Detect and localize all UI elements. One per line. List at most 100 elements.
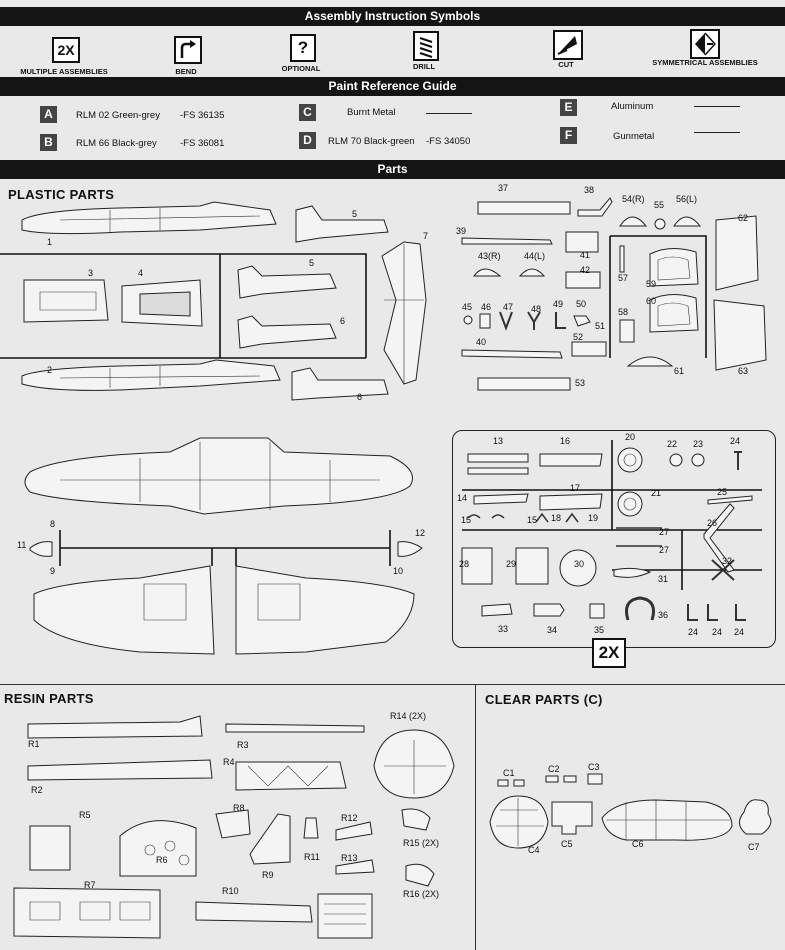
- part-label: R15 (2X): [403, 838, 440, 848]
- part-label: 8: [50, 519, 56, 529]
- paint-swatch: B: [40, 134, 57, 151]
- paint-swatch: D: [299, 132, 316, 149]
- part-label: 22: [667, 439, 678, 449]
- part-label: 33: [498, 624, 509, 634]
- part-label: 3: [88, 268, 94, 278]
- part-label: 15: [461, 515, 472, 525]
- paint-name: Gunmetal: [613, 131, 655, 142]
- part-label: 53: [575, 378, 586, 388]
- part-label: 24: [688, 627, 699, 637]
- part-label: R8: [233, 803, 245, 813]
- clear-parts-drawing: [489, 773, 772, 849]
- part-label: C3: [588, 762, 600, 772]
- part-label: 1: [47, 237, 53, 247]
- part-label: 16: [560, 436, 571, 446]
- part-label: 24: [712, 627, 723, 637]
- part-label: 46: [481, 302, 492, 312]
- paint-fs: -FS 36135: [180, 110, 225, 121]
- part-label: 58: [618, 307, 629, 317]
- part-label: 50: [576, 299, 587, 309]
- part-label: 41: [580, 250, 591, 260]
- part-label: C6: [632, 839, 644, 849]
- part-label: 19: [588, 513, 599, 523]
- paint-name: RLM 66 Black-grey: [76, 138, 157, 149]
- drill-icon: [413, 31, 439, 61]
- part-label: R12: [341, 813, 358, 823]
- part-label: 32: [722, 556, 733, 566]
- part-label: 60: [646, 296, 657, 306]
- multiple-assemblies-icon: 2X: [52, 37, 80, 63]
- symbol-label: MULTIPLE ASSEMBLIES: [20, 67, 108, 76]
- paint-fs: -FS 36081: [180, 138, 225, 149]
- part-label: 61: [674, 366, 685, 376]
- part-label: 63: [738, 366, 749, 376]
- part-label: 37: [498, 183, 509, 193]
- part-label: R2: [31, 785, 43, 795]
- part-label: 40: [476, 337, 487, 347]
- part-label: 24: [734, 627, 745, 637]
- resin-parts-drawing: [13, 715, 455, 939]
- part-label: 55: [654, 200, 665, 210]
- part-label: 43(R): [478, 251, 501, 261]
- bend-icon: [174, 36, 202, 64]
- part-label: 28: [459, 559, 470, 569]
- part-label: 27: [659, 527, 670, 537]
- part-label: R1: [28, 739, 40, 749]
- part-label: R5: [79, 810, 91, 820]
- plastic-parts-drawing: [0, 197, 767, 655]
- part-label: 9: [50, 566, 56, 576]
- part-label: C1: [503, 768, 515, 778]
- part-label: 25: [717, 487, 728, 497]
- part-label: 6: [357, 392, 363, 402]
- part-label: 12: [415, 528, 426, 538]
- multi-assembly-badge: 2X: [592, 638, 626, 668]
- part-label: 27: [659, 545, 670, 555]
- part-label: 7: [423, 231, 429, 241]
- part-label: C2: [548, 764, 560, 774]
- part-label: 2: [47, 365, 53, 375]
- part-label: 18: [551, 513, 562, 523]
- part-label: R16 (2X): [403, 889, 440, 899]
- part-label: 26: [707, 518, 718, 528]
- part-label: 57: [618, 273, 629, 283]
- part-label: C7: [748, 842, 760, 852]
- part-label: 10: [393, 566, 404, 576]
- part-label: 45: [462, 302, 473, 312]
- part-label: 30: [574, 559, 585, 569]
- paint-swatch: A: [40, 106, 57, 123]
- part-label: R11: [304, 852, 320, 862]
- part-label: 13: [493, 436, 504, 446]
- part-label: R13: [341, 853, 358, 863]
- part-label: 5: [309, 258, 315, 268]
- part-label: C4: [528, 845, 540, 855]
- part-label: 59: [646, 279, 657, 289]
- optional-icon: ?: [290, 34, 316, 62]
- part-label: R7: [84, 880, 96, 890]
- part-label: 31: [658, 574, 669, 584]
- part-label: R4: [223, 757, 235, 767]
- part-label: 23: [693, 439, 704, 449]
- part-label: 38: [584, 185, 595, 195]
- part-label: 36: [658, 610, 669, 620]
- paint-fs-line: [694, 106, 740, 107]
- part-label: 21: [651, 488, 662, 498]
- paint-fs-line: [426, 113, 472, 114]
- paint-name: RLM 02 Green-grey: [76, 110, 160, 121]
- part-label: R9: [262, 870, 274, 880]
- part-label: 29: [506, 559, 517, 569]
- paint-swatch: F: [560, 127, 577, 144]
- gear-parts-drawing: [461, 440, 762, 621]
- part-label: 24: [730, 436, 741, 446]
- part-label: R3: [237, 740, 249, 750]
- symmetry-icon: [690, 29, 720, 59]
- part-label: 39: [456, 226, 467, 236]
- paint-swatch: C: [299, 104, 316, 121]
- part-label: 35: [594, 625, 605, 635]
- section-divider: [475, 684, 476, 950]
- paint-fs: -FS 34050: [426, 136, 471, 147]
- part-label: 47: [503, 302, 514, 312]
- part-label: 44(L): [524, 251, 546, 261]
- symbol-label: BEND: [175, 67, 197, 76]
- symbol-label: OPTIONAL: [281, 64, 321, 73]
- paint-fs-line: [694, 132, 740, 133]
